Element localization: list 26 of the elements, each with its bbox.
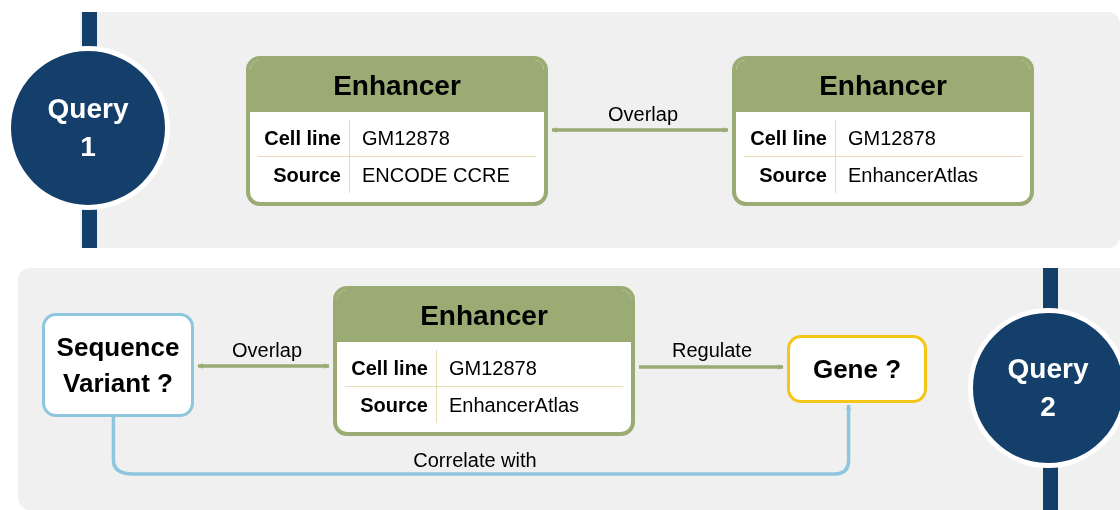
arrow [111,404,852,476]
table-cell-text: ENCODE CCRE [361,163,510,188]
circle-label: Query 2 [1006,352,1090,424]
rounded-box: Sequence Variant ? [42,313,194,417]
table-cell: Cell line [744,120,836,156]
table-cell: Cell line [345,350,437,386]
table-cell: Source [345,387,437,423]
table-cell-text: EnhancerAtlas [448,393,580,418]
table-cell-text: GM12878 [361,126,450,151]
table-cell: Source [258,157,350,193]
arrow [551,127,729,133]
table-cell-text: GM12878 [847,126,936,151]
table-cell: Cell line [258,120,350,156]
card-header: Enhancer [337,290,631,342]
table-cell-text: EnhancerAtlas [847,163,979,188]
enhancer-card [732,56,1034,206]
circle-label: Query 1 [46,92,130,164]
table-cell-text: GM12878 [448,356,537,381]
arrow [197,363,330,369]
card-header: Enhancer [736,60,1030,112]
table-cell: Source [744,157,836,193]
card-header: Enhancer [250,60,544,112]
enhancer-card [333,286,635,436]
rounded-box: Gene ? [787,335,927,403]
enhancer-card [246,56,548,206]
arrow [639,364,784,370]
